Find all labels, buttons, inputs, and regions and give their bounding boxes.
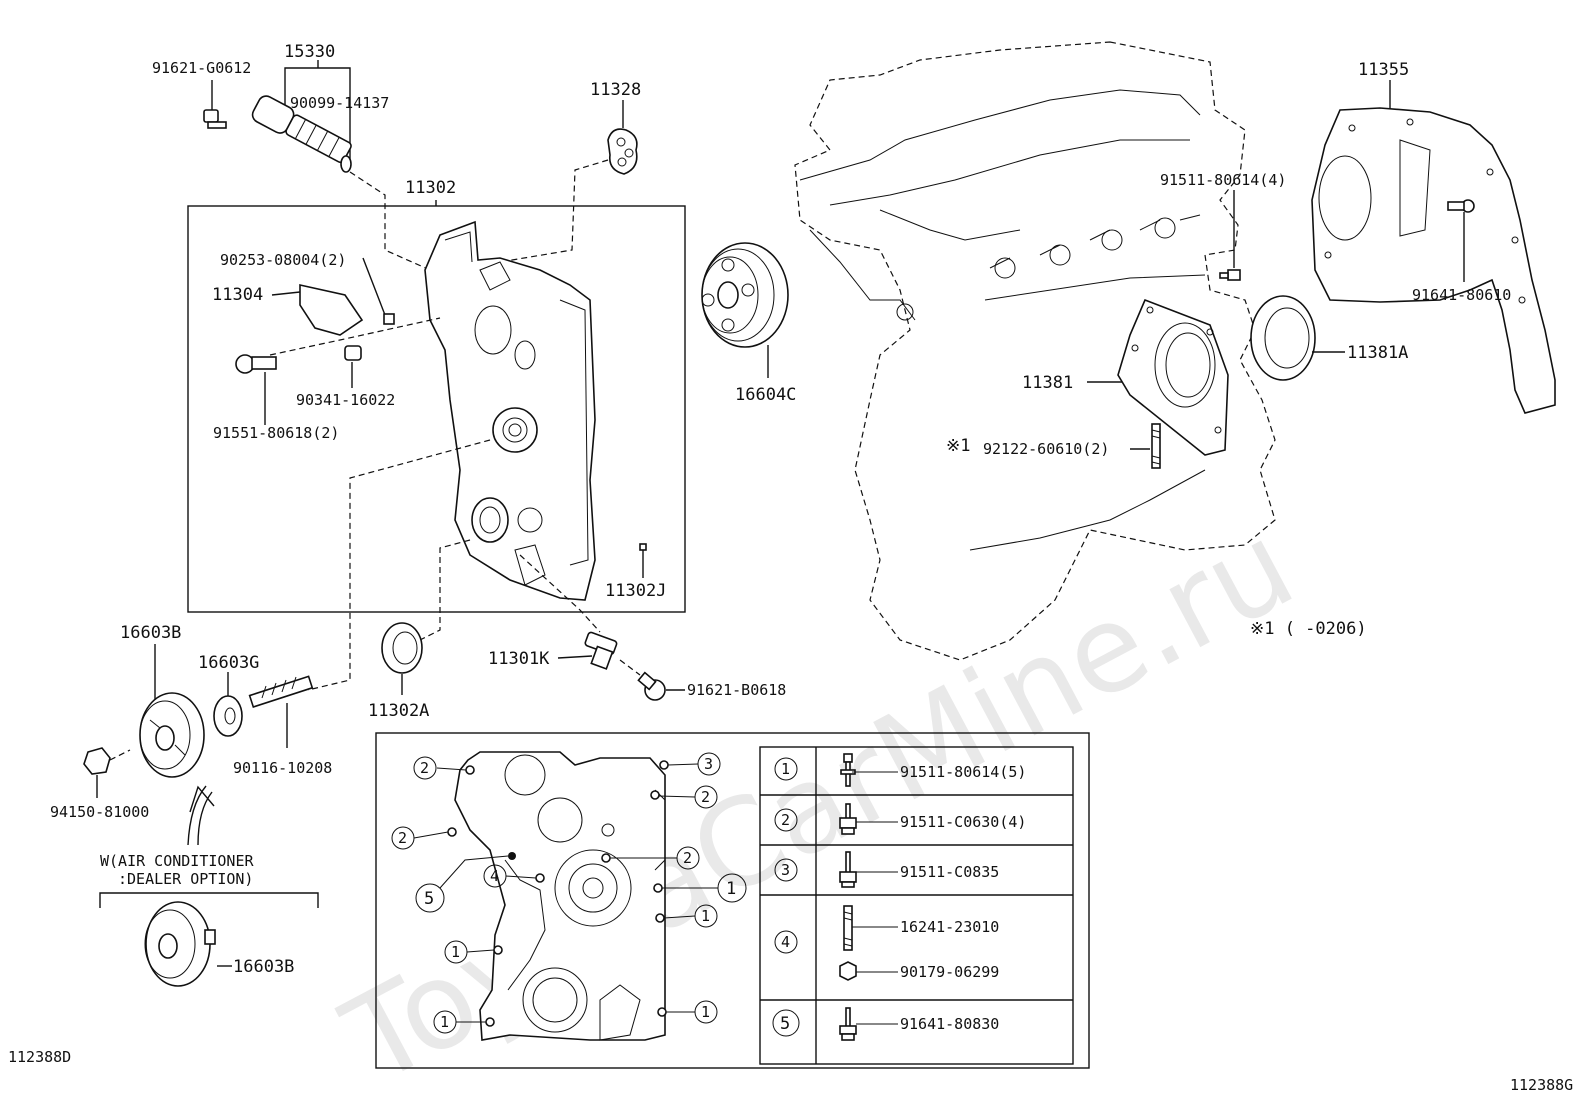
label-16603B-top: 16603B — [120, 623, 181, 643]
label-90341-16022: 90341-16022 — [296, 391, 395, 409]
crank-pulley-16604C — [701, 242, 789, 348]
bolt-91511-80614 — [1219, 269, 1241, 281]
label-16603B-bottom: 16603B — [233, 957, 294, 977]
label-16603G: 16603G — [198, 653, 259, 673]
option-arrowhead — [189, 785, 215, 813]
table-row: 1 91511-80614(5) — [774, 753, 1026, 787]
callout-1: 1 — [440, 1013, 449, 1031]
callout-2: 2 — [683, 849, 692, 867]
label-11304: 11304 — [212, 285, 263, 305]
bolt-91621-G0612 — [203, 109, 227, 129]
label-91641-80610: 91641-80610 — [1412, 286, 1511, 304]
engine-block-outline — [794, 41, 1276, 661]
callout-1: 1 — [726, 879, 736, 899]
row-part: 16241-23010 — [900, 918, 999, 936]
row-part: 91641-80830 — [900, 1015, 999, 1033]
bolt-91641-80610 — [1447, 199, 1475, 213]
label-90253-08004: 90253-08004(2) — [220, 251, 346, 269]
stud-90116-10208 — [248, 675, 314, 708]
label-11355: 11355 — [1358, 60, 1409, 80]
callout-2: 2 — [420, 759, 429, 777]
label-11381: 11381 — [1022, 373, 1073, 393]
bolt-91621-B0618 — [637, 671, 666, 701]
bolt-91551-80618 — [235, 354, 277, 374]
option-arrow — [197, 791, 213, 846]
callout-4: 4 — [490, 867, 499, 885]
option-note-line2: :DEALER OPTION) — [118, 870, 253, 888]
pin-11302J — [639, 543, 647, 551]
label-11302A: 11302A — [368, 701, 429, 721]
row-part: 91511-C0630(4) — [900, 813, 1026, 831]
plug-90341-16022 — [344, 345, 362, 361]
callout-5: 5 — [424, 889, 434, 909]
table-row: 5 91641-80830 — [772, 1007, 999, 1041]
end-plate-11355 — [1311, 107, 1556, 414]
row-key: 1 — [781, 760, 790, 778]
stud-92122-60610 — [1151, 423, 1161, 469]
o-ring-90099-14137 — [340, 155, 352, 173]
row-key: 3 — [781, 861, 790, 879]
idler-pulley-16603B — [139, 692, 205, 778]
oil-control-valve-15330 — [251, 95, 352, 164]
fastener-table: 1 91511-80614(5) 2 91511-C0630(4) 3 9151… — [759, 746, 1074, 1065]
label-94150-81000: 94150-81000 — [50, 803, 149, 821]
table-row: 4 16241-23010 90179-06299 — [774, 905, 999, 981]
row-key: 2 — [781, 811, 790, 829]
option-bracket — [99, 892, 319, 908]
sensor-11301K — [584, 631, 618, 670]
idler-pulley-16603B-option — [144, 901, 216, 987]
footnote-text: ※1 ( -0206) — [1250, 619, 1367, 639]
cover-plate-11304 — [299, 284, 364, 336]
label-91551-80618: 91551-80618(2) — [213, 424, 339, 442]
label-16604C: 16604C — [735, 385, 796, 405]
oil-seal-11302A — [381, 622, 423, 674]
label-11302: 11302 — [405, 178, 456, 198]
label-91621-G0612: 91621-G0612 — [152, 59, 251, 77]
callout-1: 1 — [701, 1003, 710, 1021]
callout-1: 1 — [701, 907, 710, 925]
row-part-2: 90179-06299 — [900, 963, 999, 981]
callout-3: 3 — [704, 755, 713, 773]
callout-2: 2 — [701, 788, 710, 806]
label-11381A: 11381A — [1347, 343, 1408, 363]
nut-94150-81000 — [83, 747, 111, 775]
table-row: 3 91511-C0835 — [774, 851, 999, 888]
callout-2: 2 — [398, 829, 407, 847]
row-part: 91511-80614(5) — [900, 763, 1026, 781]
label-90116-10208: 90116-10208 — [233, 759, 332, 777]
label-11301K: 11301K — [488, 649, 550, 669]
figure-code-left: 112388D — [8, 1048, 71, 1066]
table-row: 2 91511-C0630(4) — [774, 803, 1026, 835]
retainer-11381 — [1117, 298, 1229, 456]
row-part: 91511-C0835 — [900, 863, 999, 881]
gasket-11328 — [607, 128, 638, 175]
label-90099-14137: 90099-14137 — [290, 94, 389, 112]
option-note-line1: W(AIR CONDITIONER — [100, 852, 254, 870]
note-marker: ※1 — [946, 436, 970, 456]
timing-cover-box — [187, 205, 686, 613]
timing-chain-cover-11302 — [424, 220, 596, 601]
inset-callouts: 2 3 2 2 2 4 5 1 1 1 1 1 — [391, 752, 747, 1034]
label-92122-60610: 92122-60610(2) — [983, 440, 1109, 458]
figure-code-right: 112388G — [1510, 1076, 1573, 1094]
label-91621-B0618: 91621-B0618 — [687, 681, 786, 699]
inset-cover-drawing — [447, 751, 669, 1041]
row-key: 4 — [781, 933, 790, 951]
row-key: 5 — [780, 1014, 790, 1034]
label-11328: 11328 — [590, 80, 641, 100]
fastener-inset-box — [375, 732, 1090, 1069]
spacer-16603G — [213, 695, 243, 737]
label-11302J: 11302J — [605, 581, 666, 601]
label-91511-80614-4: 91511-80614(4) — [1160, 171, 1286, 189]
oil-seal-11381A — [1250, 295, 1316, 381]
label-15330: 15330 — [284, 42, 335, 62]
pin-90253-08004 — [383, 313, 395, 325]
callout-1: 1 — [451, 943, 460, 961]
